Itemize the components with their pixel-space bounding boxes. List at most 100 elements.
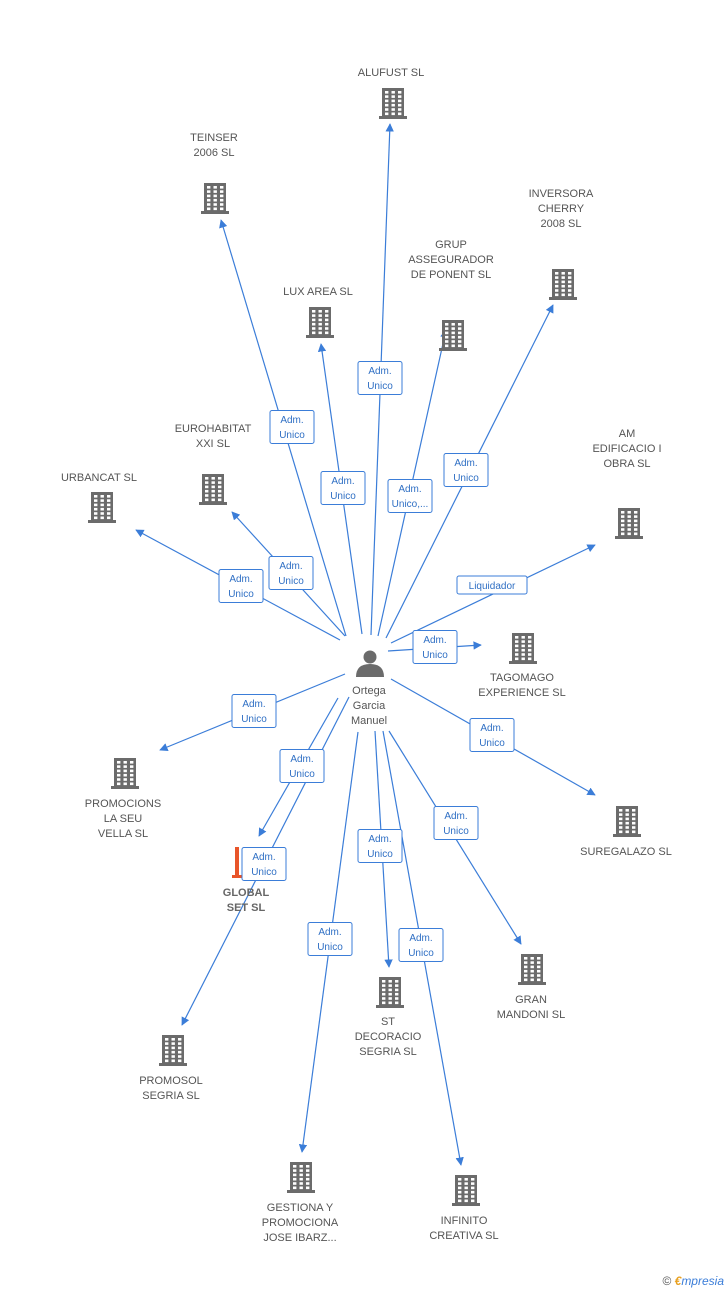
edge-label-text: Unico [367,849,393,860]
company-node-suregalazo[interactable]: SUREGALAZO SL [580,806,672,858]
edge-label-text: Adm. [409,933,432,944]
person-name: Manuel [351,715,387,727]
edge-label-infinito[interactable]: Adm. Unico [398,928,444,962]
company-label: GRAN [515,994,547,1006]
edge-label-box [357,361,403,395]
company-label: 2006 SL [194,147,235,159]
edge-label-alufust[interactable]: Adm.Unico [357,361,403,395]
person-name: Ortega [352,685,387,697]
edge-label-text: Liquidador [469,581,516,592]
company-node-teinser[interactable]: TEINSER 2006 SL [190,132,238,214]
company-label: SET SL [227,902,266,914]
edge-label-gestiona[interactable]: Adm.Unico [307,922,353,956]
company-node-luxarea[interactable]: LUX AREA SL [283,286,353,338]
edge-label-text: Adm. [280,415,303,426]
brand-logo-text: mpresia [681,1274,724,1288]
company-label: ASSEGURADOR [408,254,494,266]
edge-label-box [269,410,315,444]
building-icon [509,633,537,664]
edge-label-global[interactable]: Adm. Unico [241,847,287,881]
building-icon [518,954,546,985]
edge-label-box [469,718,515,752]
nodes-layer: ALUFUST SL TEINSER 2006 SL INVERSORACHERRY2… [61,67,672,1244]
edge-label-text: Adm. [331,476,354,487]
company-label: INVERSORA [529,188,594,200]
company-label: EDIFICACIO I [592,443,661,455]
building-icon [615,508,643,539]
company-label: VELLA SL [98,828,148,840]
edge-label-st[interactable]: Adm.Unico [357,829,403,863]
edge-label-text: Adm. [454,458,477,469]
edge-label-tagomago[interactable]: Adm. Unico [412,630,458,664]
company-label: TAGOMAGO [490,672,554,684]
company-label: URBANCAT SL [61,472,137,484]
edge-label-box [307,922,353,956]
company-label: EUROHABITAT [175,423,252,435]
edge-label-gran[interactable]: Adm.Unico [433,806,479,840]
edge-label-box [231,694,277,728]
edge-label-box [320,471,366,505]
edge-label-urbancat[interactable]: Adm. Unico [218,569,264,603]
edge-label-text: Unico [422,650,448,661]
company-node-alufust[interactable]: ALUFUST SL [358,67,424,119]
edge-label-text: Unico [479,738,505,749]
edge-label-eurohabitat[interactable]: Adm.Unico [268,556,314,590]
company-label: SEGRIA SL [142,1090,199,1102]
edge-label-box [398,928,444,962]
edge-label-luxarea[interactable]: Adm. Unico [320,471,366,505]
edge-label-text: Unico [408,948,434,959]
edge-label-text: Unico [278,576,304,587]
company-node-infinito[interactable]: INFINITO CREATIVA SL [429,1175,499,1242]
edge-label-am[interactable]: Liquidador [456,575,528,595]
edge-label-text: Unico [330,491,356,502]
building-icon [376,977,404,1008]
edge-labels-layer: Adm.UnicoAdm.UnicoAdm.UnicoAdm.Unico,...… [218,361,528,962]
company-label: OBRA SL [603,458,650,470]
edge-label-box [279,749,325,783]
edge-label-text: Unico [317,942,343,953]
edge-label-text: Adm. [480,723,503,734]
edge-label-box [456,575,528,595]
edge-label-text: Unico [228,589,254,600]
company-label: PROMOSOL [139,1075,203,1087]
company-node-grup[interactable]: GRUP ASSEGURADOR DE PONENT SL [408,239,494,351]
company-label: GRUP [435,239,467,251]
edge-label-promosol[interactable]: Adm.Unico [279,749,325,783]
company-node-urbancat[interactable]: URBANCAT SL [61,472,137,523]
edge-label-text: Unico [251,867,277,878]
company-label: SEGRIA SL [359,1046,416,1058]
edge-label-text: Adm. [229,574,252,585]
edge-label-text: Unico [367,381,393,392]
building-icon [379,88,407,119]
edge-label-grup[interactable]: Adm.Unico,... [387,479,433,513]
edge-label-text: Adm. [423,635,446,646]
company-label: DE PONENT SL [411,269,492,281]
company-label: EXPERIENCE SL [478,687,565,699]
company-node-tagomago[interactable]: TAGOMAGO EXPERIENCE SL [478,633,566,699]
edge-label-teinser[interactable]: Adm.Unico [269,410,315,444]
company-label: TEINSER [190,132,238,144]
edge-label-inversora[interactable]: Adm.Unico [443,453,489,487]
company-label: CREATIVA SL [429,1230,498,1242]
company-label: JOSE IBARZ... [263,1232,336,1244]
edge-label-suregalazo[interactable]: Adm. Unico [469,718,515,752]
edge-label-text: Adm. [252,852,275,863]
company-node-promosol[interactable]: PROMOSOL SEGRIA SL [139,1035,203,1102]
edge-label-box [412,630,458,664]
building-icon [111,758,139,789]
edge-label-promocions[interactable]: Adm.Unico [231,694,277,728]
edge-label-text: Unico [289,769,315,780]
building-icon [287,1162,315,1193]
building-icon [306,307,334,338]
company-label: INFINITO [441,1215,488,1227]
person-name: Garcia [353,700,386,712]
